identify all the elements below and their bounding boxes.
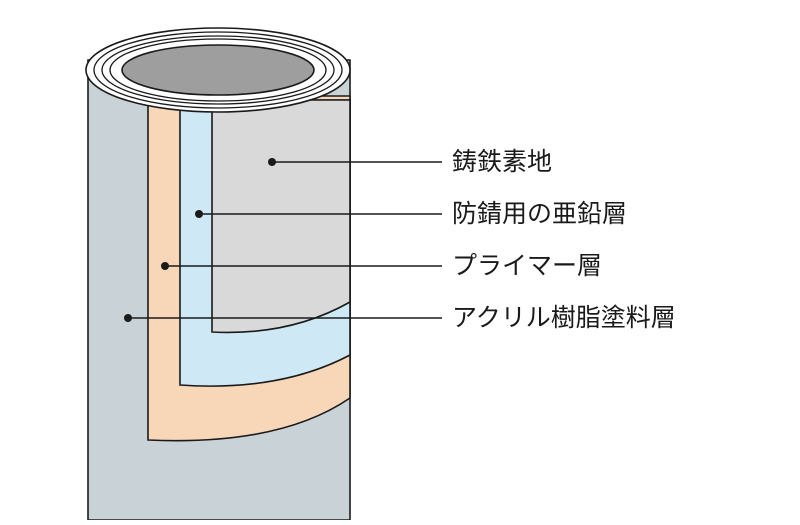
cast-iron-layer [211, 99, 351, 334]
label-zinc-layer: 防錆用の亜鉛層 [452, 199, 628, 228]
pipe-bore [121, 44, 315, 96]
rim-ring-2 [93, 31, 343, 109]
leader-acrylic [124, 314, 442, 322]
rim-ring-3 [101, 35, 335, 105]
leader-primer [161, 262, 442, 270]
label-primer-layer: プライマー層 [452, 251, 603, 280]
label-acrylic-layer: アクリル樹脂塗料層 [452, 303, 676, 332]
leader-cast-iron [268, 158, 442, 166]
label-cast-iron: 鋳鉄素地 [452, 147, 553, 176]
leader-zinc [195, 210, 442, 218]
